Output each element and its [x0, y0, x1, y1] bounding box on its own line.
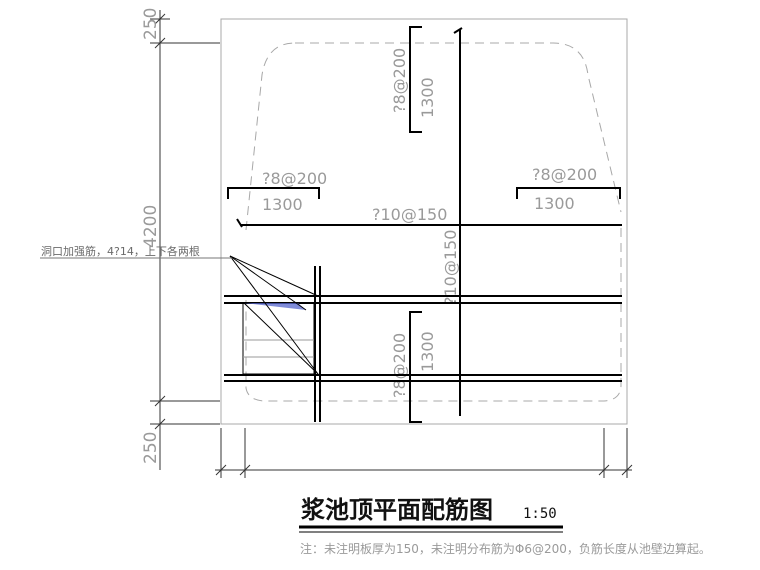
opening-horizontal-bars	[224, 295, 622, 382]
bottom-dimension	[215, 428, 633, 478]
footnote: 注：未注明板厚为150，未注明分布筋为Φ6@200，负筋长度从池壁边算起。	[300, 541, 711, 556]
rebar-left-horizontal	[227, 187, 320, 199]
label-right-horizontal-spec: ?8@200	[532, 165, 597, 184]
slab-outline	[220, 18, 628, 425]
label-main-horizontal-spec: ?10@150	[372, 205, 447, 224]
label-left-horizontal-length: 1300	[262, 195, 303, 214]
label-bottom-vertical-spec: ?8@200	[390, 333, 409, 398]
opening-outline	[242, 302, 315, 375]
label-bottom-vertical-length: 1300	[418, 331, 437, 372]
callout-leader-lines	[229, 255, 319, 375]
dim-left-middle: 4200	[141, 205, 161, 248]
dim-left-bottom: 250	[141, 432, 161, 464]
label-right-horizontal-length: 1300	[534, 194, 575, 213]
label-left-horizontal-spec: ?8@200	[262, 169, 327, 188]
highlight-mark	[244, 303, 306, 310]
rebar-top-vertical	[409, 26, 422, 133]
opening-vertical-bars	[314, 266, 321, 422]
drawing-scale: 1:50	[523, 506, 557, 522]
label-top-vertical-length: 1300	[418, 77, 437, 118]
left-dimension	[150, 10, 220, 470]
rebar-right-horizontal	[516, 187, 621, 199]
callout-opening-reinforcement: 洞口加强筋，4?14，上下各两根	[41, 244, 200, 258]
rebar-bottom-vertical	[409, 311, 422, 423]
drawing-title: 浆池顶平面配筋图	[301, 496, 493, 524]
dim-left-top: 250	[141, 8, 161, 40]
label-top-vertical-spec: ?8@200	[390, 48, 409, 113]
label-main-vertical-spec: ?10@150	[441, 230, 460, 305]
pool-wall-dashed	[245, 42, 622, 402]
